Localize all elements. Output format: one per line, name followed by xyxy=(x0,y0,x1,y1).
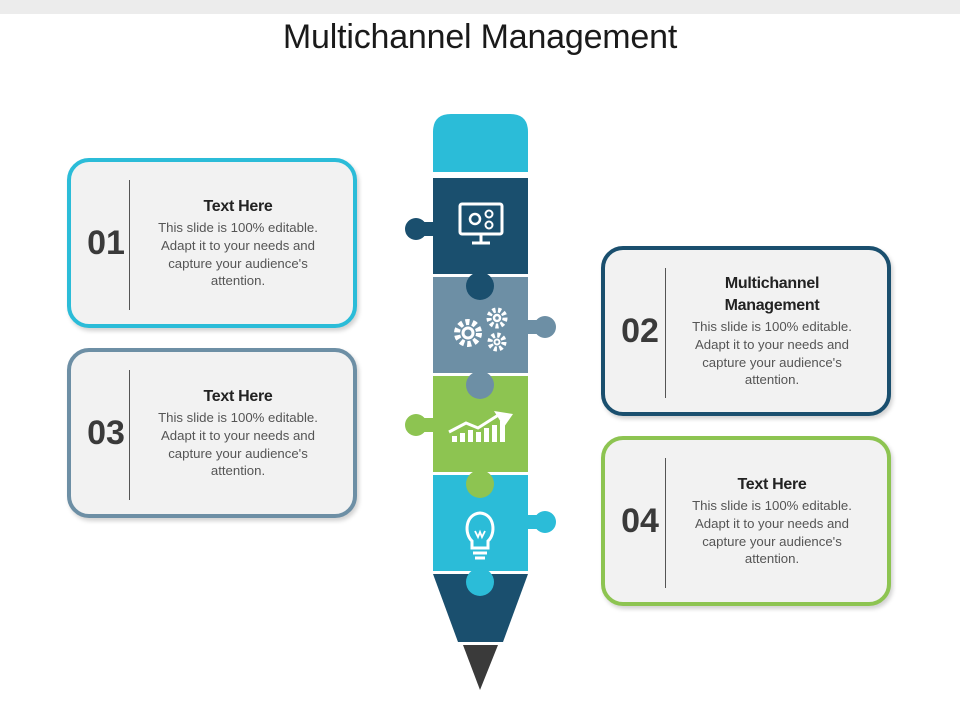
card-body: This slide is 100% editable. Adapt it to… xyxy=(158,410,318,479)
card-text: Text Here This slide is 100% editable. A… xyxy=(133,352,343,514)
step-number: 03 xyxy=(87,413,125,452)
divider-line xyxy=(129,370,130,500)
pencil-segment-3 xyxy=(405,371,528,472)
pencil-segment-1 xyxy=(405,178,528,274)
pencil-lead xyxy=(463,645,498,690)
info-card-01: 01 Text Here This slide is 100% editable… xyxy=(67,158,357,328)
growth-chart-icon xyxy=(448,411,513,442)
card-text: Text Here This slide is 100% editable. A… xyxy=(667,440,877,602)
card-body: This slide is 100% editable. Adapt it to… xyxy=(692,319,852,388)
gears-icon xyxy=(454,307,508,352)
pencil-segment-4 xyxy=(433,470,556,571)
card-body: This slide is 100% editable. Adapt it to… xyxy=(158,220,318,289)
divider-line xyxy=(665,458,666,588)
card-heading: Multichannel Management xyxy=(724,275,820,315)
pencil-tip-body xyxy=(433,574,528,642)
step-number: 02 xyxy=(621,311,659,350)
info-card-03: 03 Text Here This slide is 100% editable… xyxy=(67,348,357,518)
card-heading: Text Here xyxy=(203,198,273,216)
top-bar xyxy=(0,0,960,14)
info-card-04: 04 Text Here This slide is 100% editable… xyxy=(601,436,891,606)
lightbulb-icon xyxy=(465,511,495,560)
pencil-segment-2 xyxy=(433,272,556,373)
divider-line xyxy=(129,180,130,310)
pencil-cap xyxy=(433,114,528,172)
card-text: Text Here This slide is 100% editable. A… xyxy=(133,162,343,324)
card-body: This slide is 100% editable. Adapt it to… xyxy=(692,498,852,567)
divider-line xyxy=(665,268,666,398)
page-title: Multichannel Management xyxy=(282,18,678,56)
card-heading: Text Here xyxy=(737,476,807,494)
monitor-gear-icon xyxy=(458,202,504,245)
card-text: Multichannel Management This slide is 10… xyxy=(667,250,877,412)
step-number: 04 xyxy=(621,501,659,540)
step-number: 01 xyxy=(87,223,125,262)
info-card-02: 02 Multichannel Management This slide is… xyxy=(601,246,891,416)
card-heading: Text Here xyxy=(203,388,273,406)
